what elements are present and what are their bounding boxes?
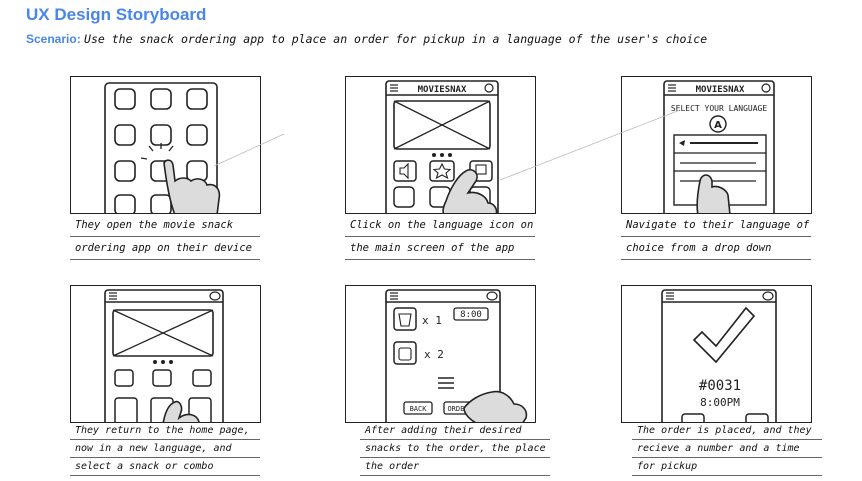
caption-panel-2: Click on the language icon on the main s… [345,214,535,260]
caption-line: now in a new language, and [70,440,260,458]
caption-line: select a snack or combo [70,458,260,476]
sketch-language-select: MOVIESNAX SELECT YOUR LANGUAGE A [663,80,775,213]
order-button-sketch: ORDER [447,405,469,413]
scenario-label: Scenario: [26,32,81,46]
caption-line: for pickup [632,458,822,476]
page-title: UX Design Storyboard [26,5,207,24]
caption-line: After adding their desired [360,422,550,440]
caption-panel-6: The order is placed, and they recieve a … [632,422,822,476]
scenario: Scenario: Use the snack ordering app to … [26,32,707,46]
storyboard-panel-2: MOVIESNAX [345,76,536,214]
storyboard-panel-3: MOVIESNAX SELECT YOUR LANGUAGE A [621,76,812,214]
storyboard-panel-1 [70,76,261,214]
caption-line: ordering app on their device [70,237,260,260]
language-icon [709,115,727,133]
sketch-home-screen [104,82,221,213]
caption-panel-5: After adding their desired snacks to the… [360,422,550,476]
caption-line: recieve a number and a time [632,440,822,458]
caption-line: They open the movie snack [70,214,260,237]
checkmark-icon [692,306,756,364]
sketch-main-screen: MOVIESNAX [385,80,499,213]
storyboard-panel-5: x 1 8:00 x 2 BACK ORDER [345,285,536,423]
caption-panel-3: Navigate to their language of choice fro… [621,214,811,260]
caption-line: the order [360,458,550,476]
app-title: MOVIESNAX [418,85,467,95]
caption-line: Click on the language icon on [345,214,535,237]
caption-panel-4: They return to the home page, now in a n… [70,422,260,476]
caption-line: The order is placed, and they [632,422,822,440]
order-number: #0031 [699,378,741,394]
sketch-home-new-language [104,289,224,422]
qty-1: x 1 [422,314,442,327]
pickup-time: 8:00PM [700,396,740,409]
storyboard-panel-6: #0031 8:00PM [621,285,812,423]
sketch-order-confirmation: #0031 8:00PM [661,289,777,422]
app-title: MOVIESNAX [696,85,745,95]
caption-panel-1: They open the movie snack ordering app o… [70,214,260,260]
caption-line: choice from a drop down [621,237,811,260]
language-icon-letter: A [714,120,722,131]
caption-line: Navigate to their language of [621,214,811,237]
back-button-sketch: BACK [410,405,428,413]
pickup-time-box: 8:00 [460,310,482,320]
caption-line: They return to the home page, [70,422,260,440]
caption-line: the main screen of the app [345,237,535,260]
sketch-order-summary: x 1 8:00 x 2 BACK ORDER [385,289,528,422]
scenario-text: Use the snack ordering app to place an o… [84,32,708,46]
qty-2: x 2 [424,348,444,361]
storyboard-panel-4 [70,285,261,423]
language-prompt: SELECT YOUR LANGUAGE [671,104,768,113]
caption-line: snacks to the order, the place [360,440,550,458]
